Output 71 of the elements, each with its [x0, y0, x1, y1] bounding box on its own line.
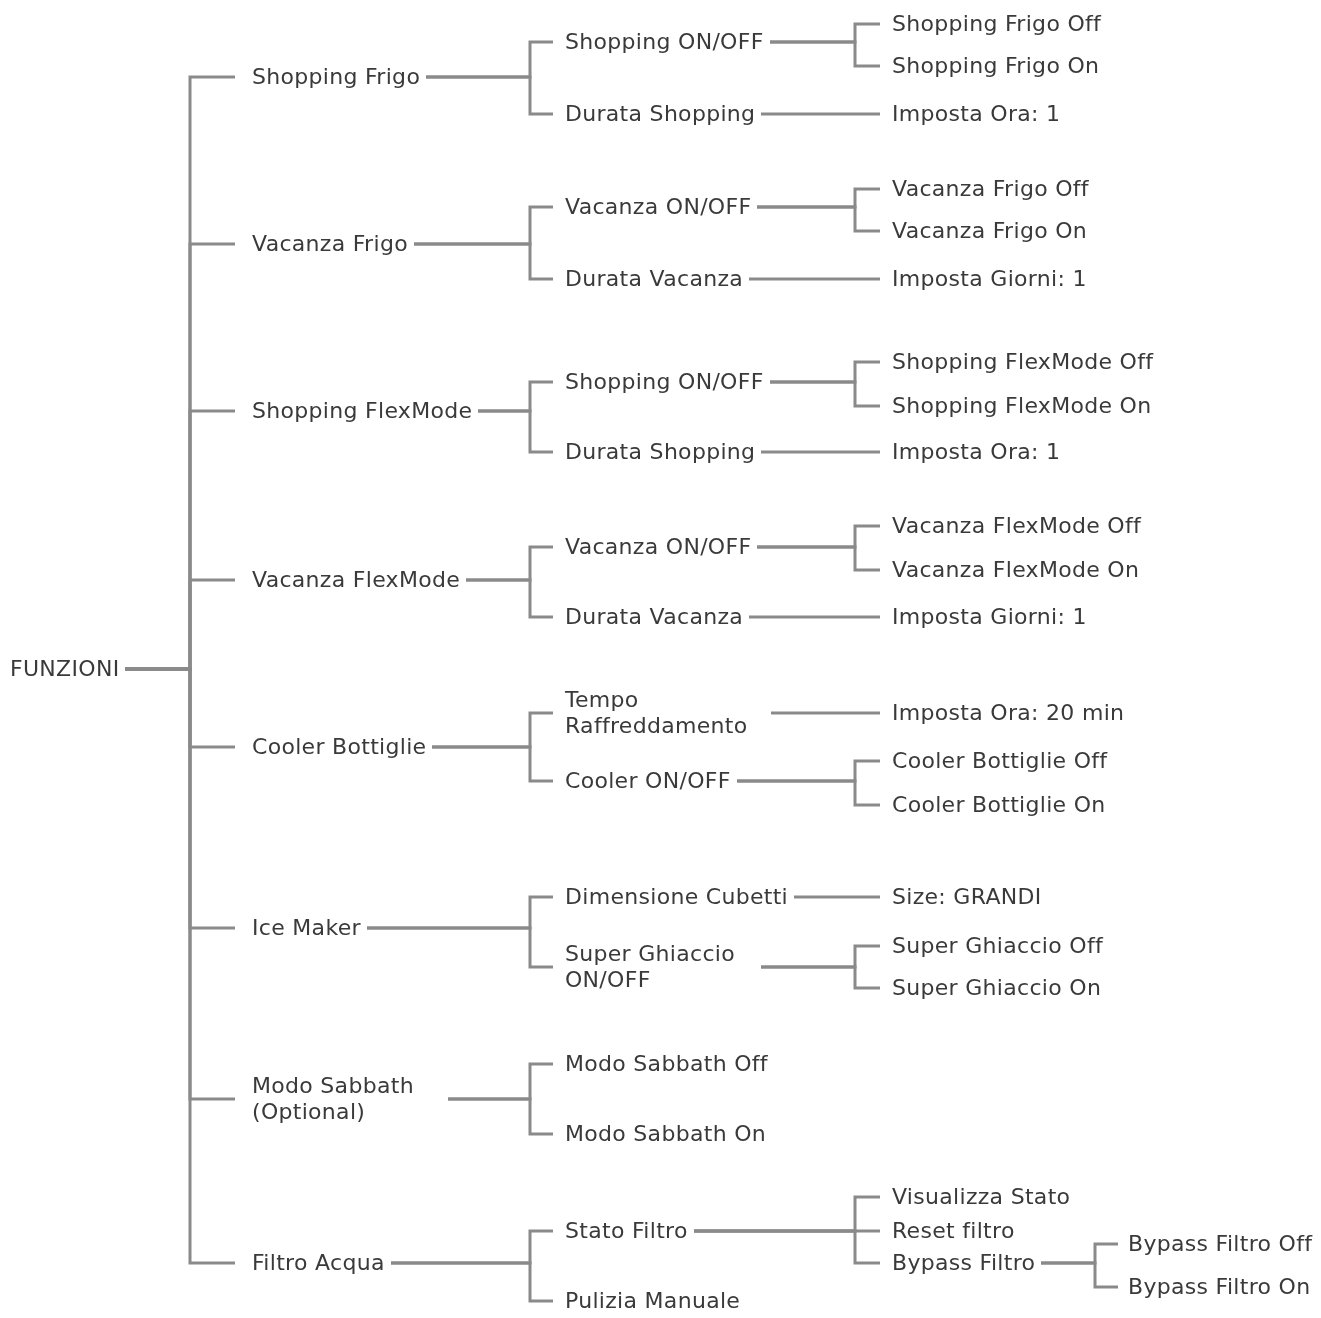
menu-item: Super Ghiaccio Off	[880, 930, 1109, 962]
menu-item: Durata Shopping	[553, 436, 762, 468]
menu-item: Super Ghiaccio On	[880, 972, 1108, 1004]
menu-item: Modo Sabbath (Optional)	[235, 1069, 448, 1129]
menu-item: Imposta Ora: 1	[880, 436, 1067, 468]
menu-item: Stato Filtro	[553, 1215, 694, 1247]
menu-item: Dimensione Cubetti	[553, 881, 795, 913]
menu-item: Modo Sabbath On	[553, 1118, 773, 1150]
menu-item: Cooler Bottiglie On	[880, 789, 1112, 821]
menu-item: Visualizza Stato	[880, 1181, 1077, 1213]
menu-item: Tempo Raffreddamento	[553, 683, 771, 743]
menu-item: Shopping ON/OFF	[553, 26, 770, 58]
connector-line	[794, 895, 880, 899]
menu-item: Pulizia Manuale	[553, 1285, 747, 1317]
connector-line	[757, 205, 880, 233]
menu-item: Shopping Frigo On	[880, 50, 1106, 82]
menu-item: Vacanza FlexMode On	[880, 554, 1146, 586]
menu-item: Vacanza Frigo	[235, 228, 414, 260]
menu-item: Durata Vacanza	[553, 263, 750, 295]
connector-line	[432, 745, 553, 783]
menu-item: Imposta Giorni: 1	[880, 601, 1093, 633]
menu-item: Modo Sabbath Off	[553, 1048, 774, 1080]
menu-item: Bypass Filtro On	[1118, 1271, 1317, 1303]
menu-item: Vacanza ON/OFF	[553, 191, 758, 223]
menu-item: Bypass Filtro Off	[1118, 1228, 1319, 1260]
menu-item: Imposta Ora: 1	[880, 98, 1067, 130]
menu-item: Vacanza Frigo On	[880, 215, 1094, 247]
connector-line	[770, 40, 880, 68]
menu-item: Imposta Ora: 20 min	[880, 697, 1131, 729]
connector-line	[771, 711, 880, 715]
menu-item: Filtro Acqua	[235, 1247, 391, 1279]
connector-line	[367, 926, 553, 969]
menu-item: Reset filtro	[880, 1215, 1021, 1247]
connector-line	[466, 578, 553, 619]
menu-item: Durata Shopping	[553, 98, 762, 130]
menu-item: Vacanza Frigo Off	[880, 173, 1095, 205]
menu-item: FUNZIONI	[6, 653, 126, 685]
menu-item: Shopping FlexMode Off	[880, 346, 1160, 378]
menu-item: Ice Maker	[235, 912, 367, 944]
connector-line	[770, 380, 880, 408]
menu-item: Vacanza FlexMode	[235, 564, 467, 596]
menu-item: Vacanza FlexMode Off	[880, 510, 1148, 542]
menu-item: Shopping ON/OFF	[553, 366, 770, 398]
connector-line	[749, 615, 880, 619]
connector-line	[737, 779, 880, 807]
connector-line	[426, 75, 553, 116]
menu-item: Super Ghiaccio ON/OFF	[553, 937, 761, 997]
connector-line	[761, 450, 880, 454]
connector-line	[761, 112, 880, 116]
connector-line	[757, 545, 880, 572]
connector-line	[749, 277, 880, 281]
connector-line	[694, 1229, 880, 1265]
menu-item: Cooler Bottiglie	[235, 731, 433, 763]
menu-item: Bypass Filtro	[880, 1247, 1042, 1279]
menu-item: Shopping Frigo Off	[880, 8, 1108, 40]
menu-item: Shopping FlexMode On	[880, 390, 1158, 422]
menu-item: Durata Vacanza	[553, 601, 750, 633]
connector-line	[1041, 1261, 1118, 1289]
menu-item: Cooler Bottiglie Off	[880, 745, 1114, 777]
menu-item: Vacanza ON/OFF	[553, 531, 758, 563]
menu-item: Imposta Giorni: 1	[880, 263, 1093, 295]
menu-item: Size: GRANDI	[880, 881, 1048, 913]
connector-line	[125, 667, 235, 1265]
menu-item: Shopping FlexMode	[235, 395, 479, 427]
connector-line	[478, 409, 553, 454]
connector-line	[761, 965, 880, 990]
menu-item: Shopping Frigo	[235, 61, 427, 93]
connector-line	[391, 1261, 553, 1303]
menu-item: Cooler ON/OFF	[553, 765, 737, 797]
connector-line	[448, 1097, 553, 1136]
connector-line	[414, 242, 553, 281]
